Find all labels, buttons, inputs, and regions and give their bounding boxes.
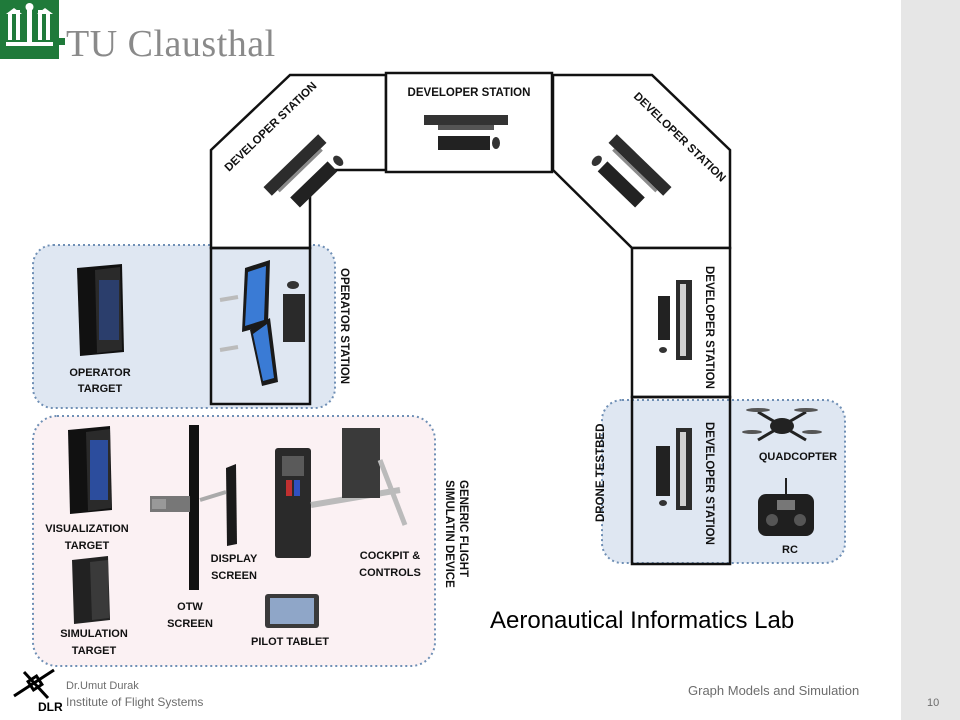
- drone-testbed-label: DRONE TESTBED: [595, 424, 607, 522]
- operator-target-line1: OPERATOR: [69, 367, 130, 379]
- workstation-drone-icon: [656, 428, 692, 510]
- operator-target-tower-icon: [77, 264, 124, 356]
- operator-target-line2: TARGET: [78, 383, 123, 395]
- workstation-top-left-icon: [263, 134, 344, 208]
- dev-station-drone-label: DEVELOPER STATION: [703, 422, 715, 545]
- operator-monitors-icon: [219, 260, 305, 386]
- pilot-tablet-icon: [265, 594, 319, 628]
- author-name: Dr.Umut Durak: [66, 680, 139, 692]
- otw-screen-icon: [150, 425, 199, 590]
- pilot-tablet-label: PILOT TABLET: [251, 636, 329, 648]
- display-screen-line2: SCREEN: [211, 570, 257, 582]
- simulator-title-line2: SIMULATIN DEVICE: [443, 480, 455, 588]
- institute-name: Institute of Flight Systems: [66, 695, 204, 709]
- simulator-title-line1: GENERIC FLIGHT: [457, 480, 469, 577]
- dev-station-right-label: DEVELOPER STATION: [703, 266, 715, 389]
- simulation-target-line2: TARGET: [72, 645, 117, 657]
- cockpit-controls-line2: CONTROLS: [359, 567, 421, 579]
- page-number: 10: [927, 697, 940, 709]
- rc-controller-icon: [758, 478, 814, 536]
- simulation-target-line1: SIMULATION: [60, 628, 128, 640]
- quadcopter-label: QUADCOPTER: [759, 451, 837, 463]
- drone-zone: [601, 399, 846, 564]
- display-screen-icon: [199, 464, 237, 546]
- otw-screen-line2: SCREEN: [167, 618, 213, 630]
- operator-station-label: OPERATOR STATION: [338, 268, 350, 384]
- dev-station-top-label: DEVELOPER STATION: [408, 87, 531, 99]
- quadcopter-icon: [742, 408, 822, 442]
- visualization-target-line2: TARGET: [65, 540, 110, 552]
- workstation-right-icon: [658, 280, 692, 360]
- dlr-logo-text: DLR: [38, 700, 63, 714]
- cockpit-controls-icon: [275, 428, 408, 558]
- visualization-target-line1: VISUALIZATION: [45, 523, 129, 535]
- logo-square-dot: [58, 38, 65, 45]
- otw-screen-line1: OTW: [177, 601, 203, 613]
- lab-title: Aeronautical Informatics Lab: [490, 607, 795, 634]
- dlr-logo-icon: [8, 666, 64, 708]
- visualization-target-tower-icon: [68, 426, 112, 514]
- display-screen-line1: DISPLAY: [211, 553, 258, 565]
- right-side-strip: [901, 0, 960, 720]
- org-name: TU Clausthal: [66, 23, 276, 65]
- rc-label: RC: [782, 544, 798, 556]
- tu-clausthal-crest-icon: [0, 0, 59, 59]
- workstation-top-right-icon: [591, 134, 672, 208]
- workstation-top-icon: [424, 115, 508, 150]
- cockpit-controls-line1: COCKPIT &: [360, 550, 421, 562]
- lab-floorplan-diagram: DEVELOPER STATION DEVELOPER STATION DEVE…: [32, 71, 846, 667]
- talk-title: Graph Models and Simulation: [688, 683, 860, 698]
- simulation-target-tower-icon: [72, 556, 110, 624]
